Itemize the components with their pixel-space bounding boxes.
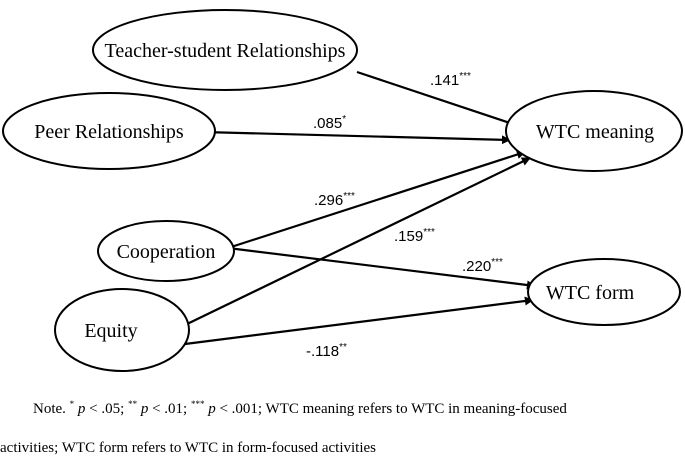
node-cooperation-label: Cooperation	[117, 241, 216, 263]
note-sig3-text: < .001; WTC meaning refers to WTC in mea…	[215, 401, 567, 417]
note-line-2: activities; WTC form refers to WTC in fo…	[0, 440, 377, 456]
path-cooperation-to-meaning	[227, 150, 526, 250]
node-equity-label: Equity	[84, 320, 137, 342]
coef-equity-to-form: -.118**	[306, 342, 347, 360]
path-diagram: Teacher-student Relationships Peer Relat…	[2, 9, 683, 372]
coef-cooperation-to-meaning: .296***	[314, 191, 355, 209]
node-peer-label: Peer Relationships	[34, 121, 184, 143]
path-peer-to-meaning	[202, 130, 511, 145]
note-lead: Note.	[33, 401, 66, 417]
node-cooperation-ellipse	[97, 220, 235, 282]
node-wtc-meaning-label: WTC meaning	[536, 121, 654, 143]
note-p3: p	[208, 401, 216, 417]
node-teacher-student-ellipse	[92, 9, 358, 91]
node-teacher-student-label: Teacher-student Relationships	[105, 40, 346, 62]
coef-teacher-to-meaning: .141***	[430, 71, 471, 89]
note-sig1-mark: *	[69, 399, 75, 409]
path-cooperation-to-form	[227, 246, 536, 290]
node-wtc-meaning-ellipse	[505, 90, 683, 172]
coef-cooperation-to-form: .220***	[462, 257, 503, 275]
note-p2: p	[140, 401, 149, 417]
path-equity-to-form	[184, 296, 534, 346]
note-sig2-mark: **	[128, 399, 138, 409]
note-sig2-text: < .01;	[148, 401, 191, 417]
note-p1: p	[77, 401, 86, 417]
node-peer-ellipse	[2, 92, 216, 170]
node-wtc-form-ellipse	[527, 258, 681, 326]
note-line-1: Note. * p < .05; ** p < .01; *** p < .00…	[0, 399, 685, 418]
path-teacher-to-meaning	[356, 70, 526, 130]
note-sig3-mark: ***	[190, 399, 205, 409]
node-equity-ellipse	[54, 288, 190, 372]
node-wtc-form-label: WTC form	[546, 282, 635, 304]
path-equity-to-meaning	[184, 157, 531, 326]
coef-peer-to-meaning: .085*	[313, 114, 346, 132]
coef-equity-to-meaning: .159***	[394, 227, 435, 245]
note-sig1-text: < .05;	[85, 401, 129, 417]
